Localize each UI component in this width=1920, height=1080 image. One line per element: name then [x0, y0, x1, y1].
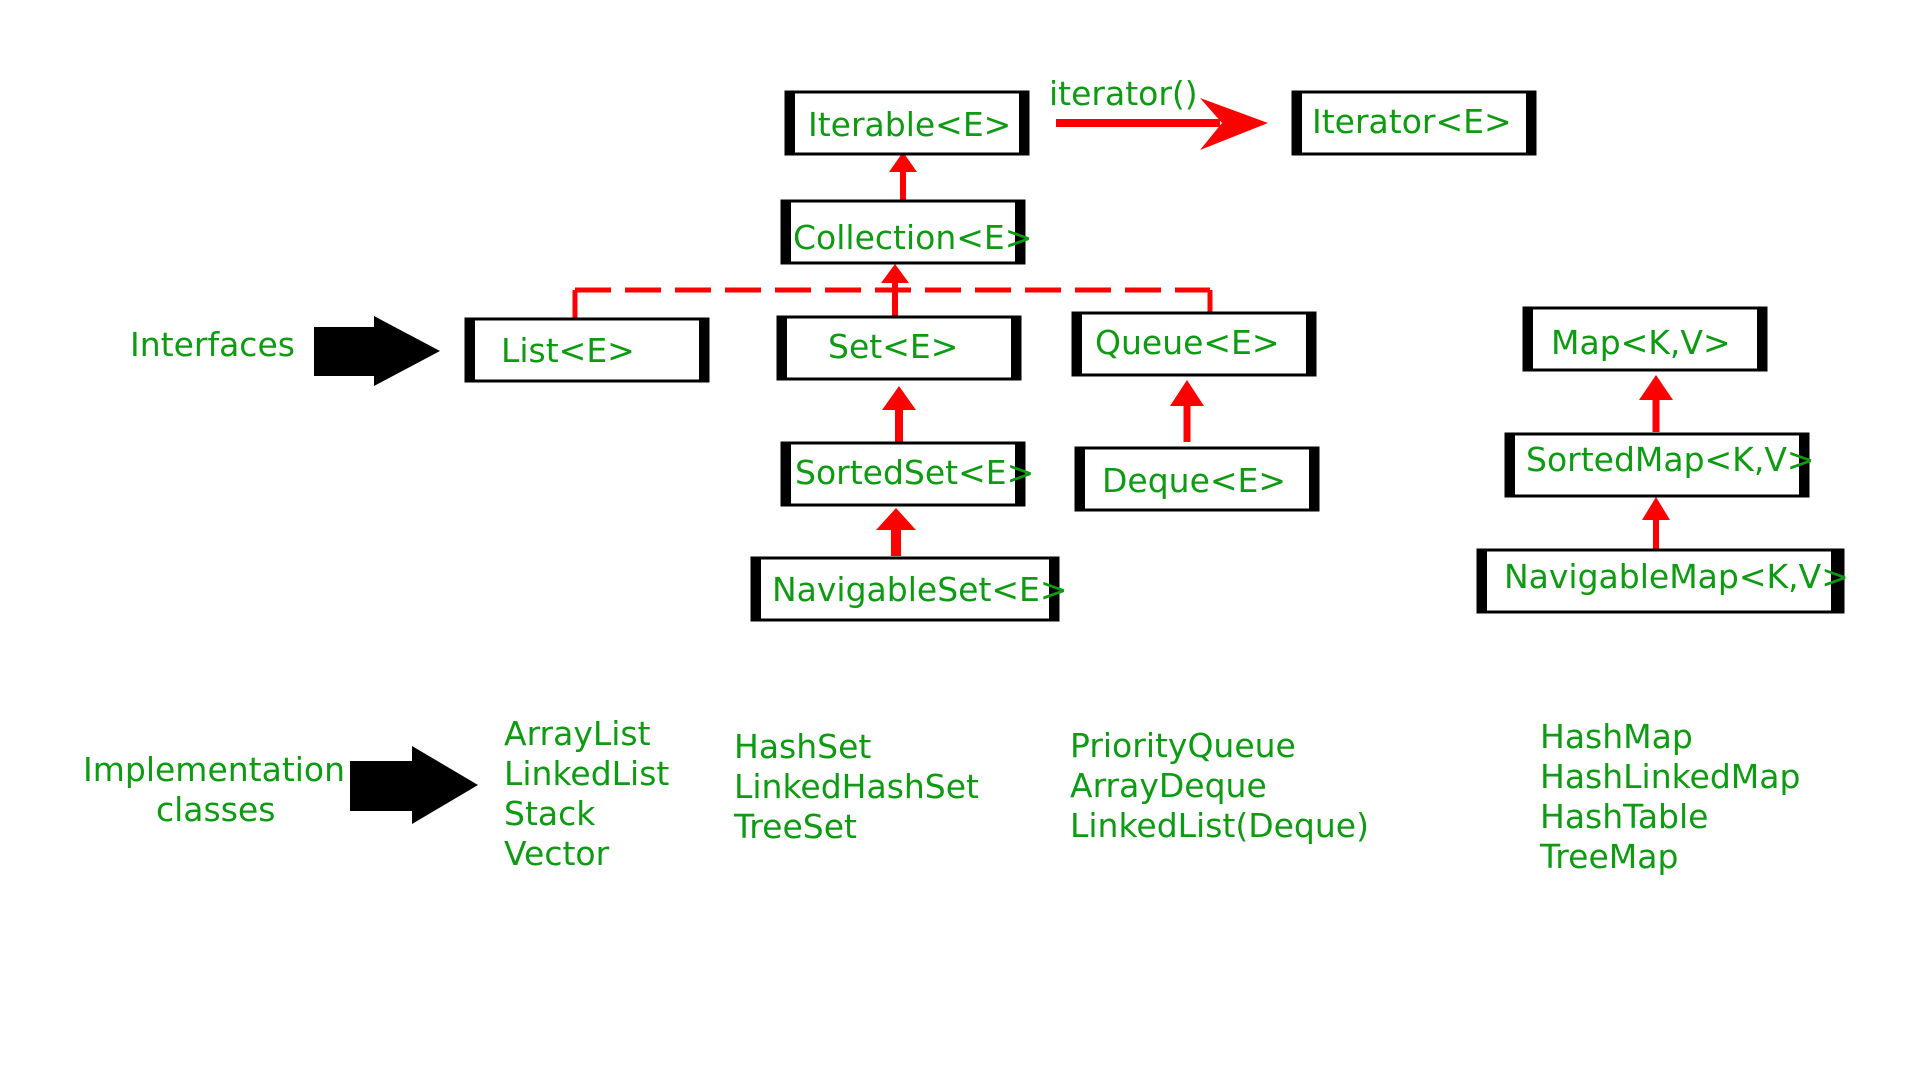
- deque-to-queue-arrow: [1170, 380, 1204, 442]
- impl-list-item: HashMap: [1540, 717, 1693, 756]
- sortedset-to-set-arrow: [882, 386, 916, 442]
- iterator-method-label: iterator(): [1049, 74, 1198, 113]
- iterator-arrow: [1056, 98, 1268, 150]
- map-label: Map<K,V>: [1551, 323, 1731, 362]
- sortedmap-to-map-arrow: [1639, 375, 1673, 432]
- box-sortedset: SortedSet<E>: [780, 441, 1034, 507]
- impl-list-item: HashSet: [734, 727, 871, 766]
- impl-list-item: PriorityQueue: [1070, 726, 1296, 765]
- iterator-label: Iterator<E>: [1312, 102, 1512, 141]
- iterable-label: Iterable<E>: [808, 105, 1011, 144]
- box-iterator: Iterator<E>: [1291, 90, 1537, 156]
- interfaces-pointer-arrow: [314, 316, 440, 386]
- impl-list-item: LinkedList(Deque): [1070, 806, 1369, 845]
- impl-list-item: TreeMap: [1539, 837, 1678, 876]
- implementation-label-line-2: classes: [156, 790, 275, 829]
- queue-label: Queue<E>: [1095, 323, 1280, 362]
- navigableset-to-sortedset-arrow: [876, 508, 916, 556]
- impl-list-item: Vector: [504, 834, 610, 873]
- navigablemap-to-sortedmap-arrow: [1642, 497, 1670, 549]
- deque-label: Deque<E>: [1102, 461, 1286, 500]
- set-label: Set<E>: [828, 327, 958, 366]
- sortedset-label: SortedSet<E>: [795, 453, 1034, 492]
- box-collection: Collection<E>: [780, 199, 1032, 265]
- navigablemap-label: NavigableMap<K,V>: [1504, 557, 1849, 596]
- set-to-collection-arrow: [881, 264, 909, 316]
- sortedmap-label: SortedMap<K,V>: [1526, 440, 1815, 479]
- impl-list-item: HashTable: [1540, 797, 1708, 836]
- implementation-label-line-1: Implementation: [83, 750, 345, 789]
- implementation-pointer-arrow: [350, 746, 478, 824]
- impl-list-item: HashLinkedMap: [1540, 757, 1800, 796]
- impl-queue-column: PriorityQueue ArrayDeque LinkedList(Dequ…: [1070, 726, 1369, 845]
- impl-list-item: LinkedHashSet: [734, 767, 979, 806]
- navigableset-label: NavigableSet<E>: [772, 570, 1068, 609]
- impl-list-column: ArrayList LinkedList Stack Vector: [504, 714, 669, 873]
- interfaces-label: Interfaces: [130, 325, 295, 364]
- box-queue: Queue<E>: [1071, 311, 1317, 377]
- impl-set-column: HashSet LinkedHashSet TreeSet: [733, 727, 979, 846]
- box-set: Set<E>: [776, 315, 1022, 381]
- box-navigableset: NavigableSet<E>: [750, 556, 1068, 622]
- box-deque: Deque<E>: [1074, 446, 1320, 512]
- box-iterable: Iterable<E>: [784, 90, 1030, 156]
- impl-list-item: TreeSet: [733, 807, 857, 846]
- collection-label: Collection<E>: [793, 218, 1032, 257]
- impl-list-item: ArrayDeque: [1070, 766, 1267, 805]
- impl-list-item: ArrayList: [504, 714, 651, 753]
- collection-to-iterable-arrow: [889, 152, 917, 200]
- box-map: Map<K,V>: [1522, 306, 1768, 372]
- connectors: [572, 98, 1673, 556]
- impl-map-column: HashMap HashLinkedMap HashTable TreeMap: [1539, 717, 1800, 876]
- box-list: List<E>: [464, 317, 710, 383]
- box-navigablemap: NavigableMap<K,V>: [1476, 548, 1849, 614]
- list-label: List<E>: [501, 331, 635, 370]
- impl-list-item: Stack: [504, 794, 596, 833]
- box-sortedmap: SortedMap<K,V>: [1504, 432, 1815, 498]
- impl-list-item: LinkedList: [504, 754, 669, 793]
